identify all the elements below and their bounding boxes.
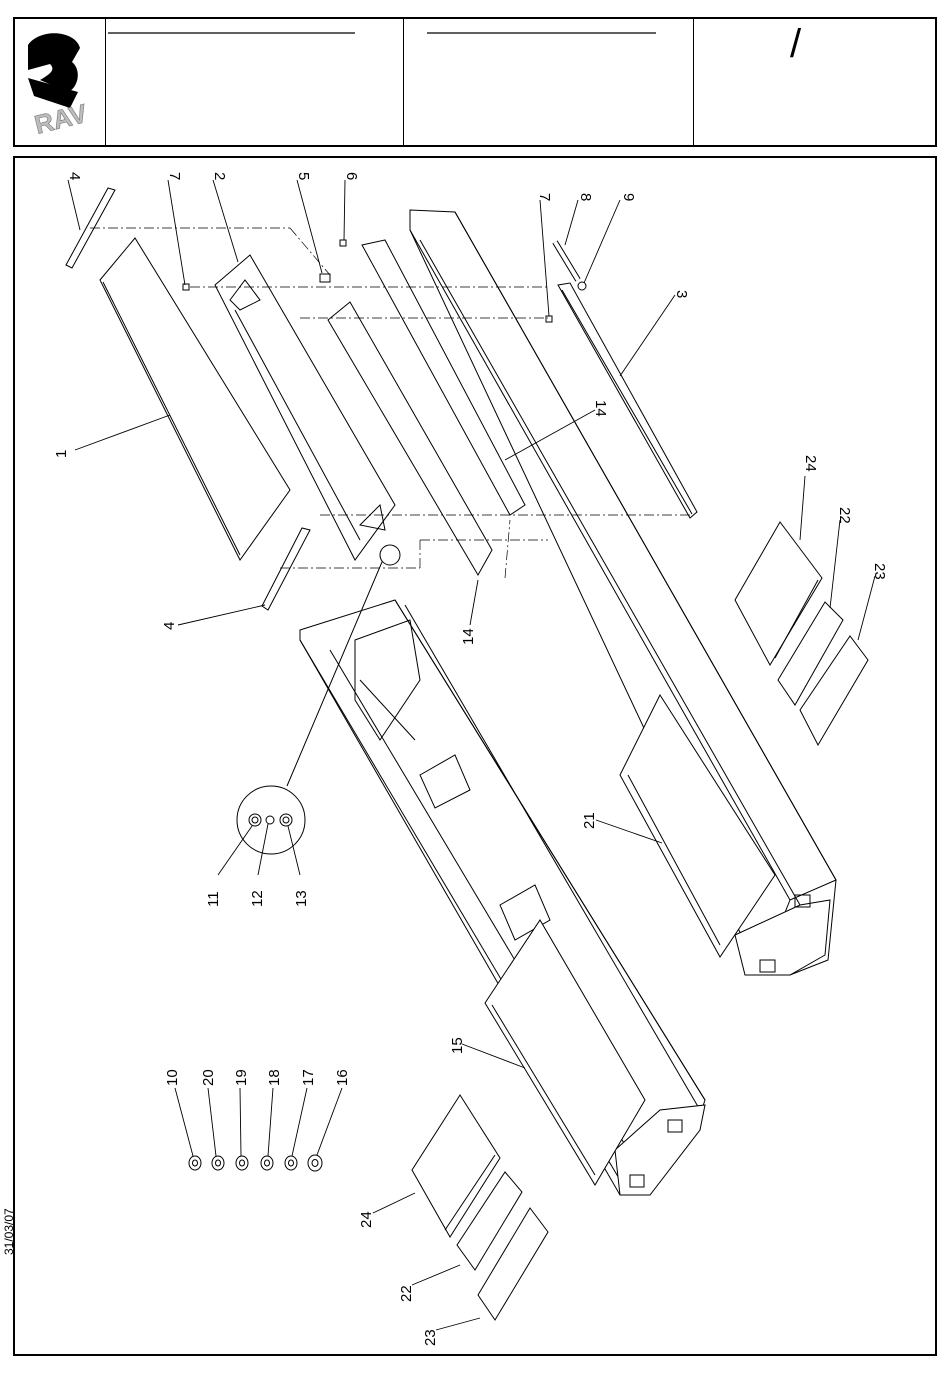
callout-23-left: 23	[422, 1329, 439, 1346]
callout-15: 15	[449, 1037, 466, 1054]
callout-10: 10	[164, 1069, 181, 1086]
callout-2: 2	[211, 172, 228, 180]
part-4-strip-bottom	[262, 528, 310, 610]
part-6-pin	[340, 240, 346, 246]
callout-24-left: 24	[358, 1211, 375, 1228]
callout-21: 21	[581, 812, 598, 829]
part-9-nut	[578, 282, 586, 290]
callout-17: 17	[300, 1069, 317, 1086]
callout-19: 19	[233, 1069, 250, 1086]
callout-5: 5	[295, 172, 312, 180]
drawing-date: 31/03/07	[2, 1195, 62, 1255]
callout-4-bottom: 4	[161, 622, 178, 630]
callout-14-upper: 14	[592, 400, 609, 417]
callout-11: 11	[205, 891, 222, 907]
callout-24-right: 24	[802, 455, 819, 472]
part-7-screw-right	[546, 316, 552, 322]
part-5-block	[320, 274, 330, 282]
callout-14-lower: 14	[460, 628, 477, 645]
callout-18: 18	[266, 1069, 283, 1086]
callout-9: 9	[620, 193, 637, 201]
callout-7-left: 7	[166, 172, 183, 180]
detail-circle	[237, 786, 305, 854]
callout-3: 3	[673, 290, 690, 298]
callout-6: 6	[343, 172, 360, 180]
part-7-screw-left	[183, 284, 189, 290]
washers-row	[189, 1155, 322, 1171]
callout-23-right: 23	[871, 563, 888, 580]
callout-1: 1	[53, 450, 70, 458]
callout-20: 20	[200, 1069, 217, 1086]
callout-8: 8	[577, 193, 594, 201]
callout-22-right: 22	[836, 507, 853, 524]
callout-12: 12	[249, 890, 266, 907]
callout-16: 16	[334, 1069, 351, 1086]
callout-13: 13	[293, 890, 310, 907]
callout-4-top: 4	[66, 172, 83, 180]
detail-reference-circle	[380, 545, 400, 565]
callout-7-right: 7	[536, 193, 553, 201]
callout-22-left: 22	[398, 1285, 415, 1302]
